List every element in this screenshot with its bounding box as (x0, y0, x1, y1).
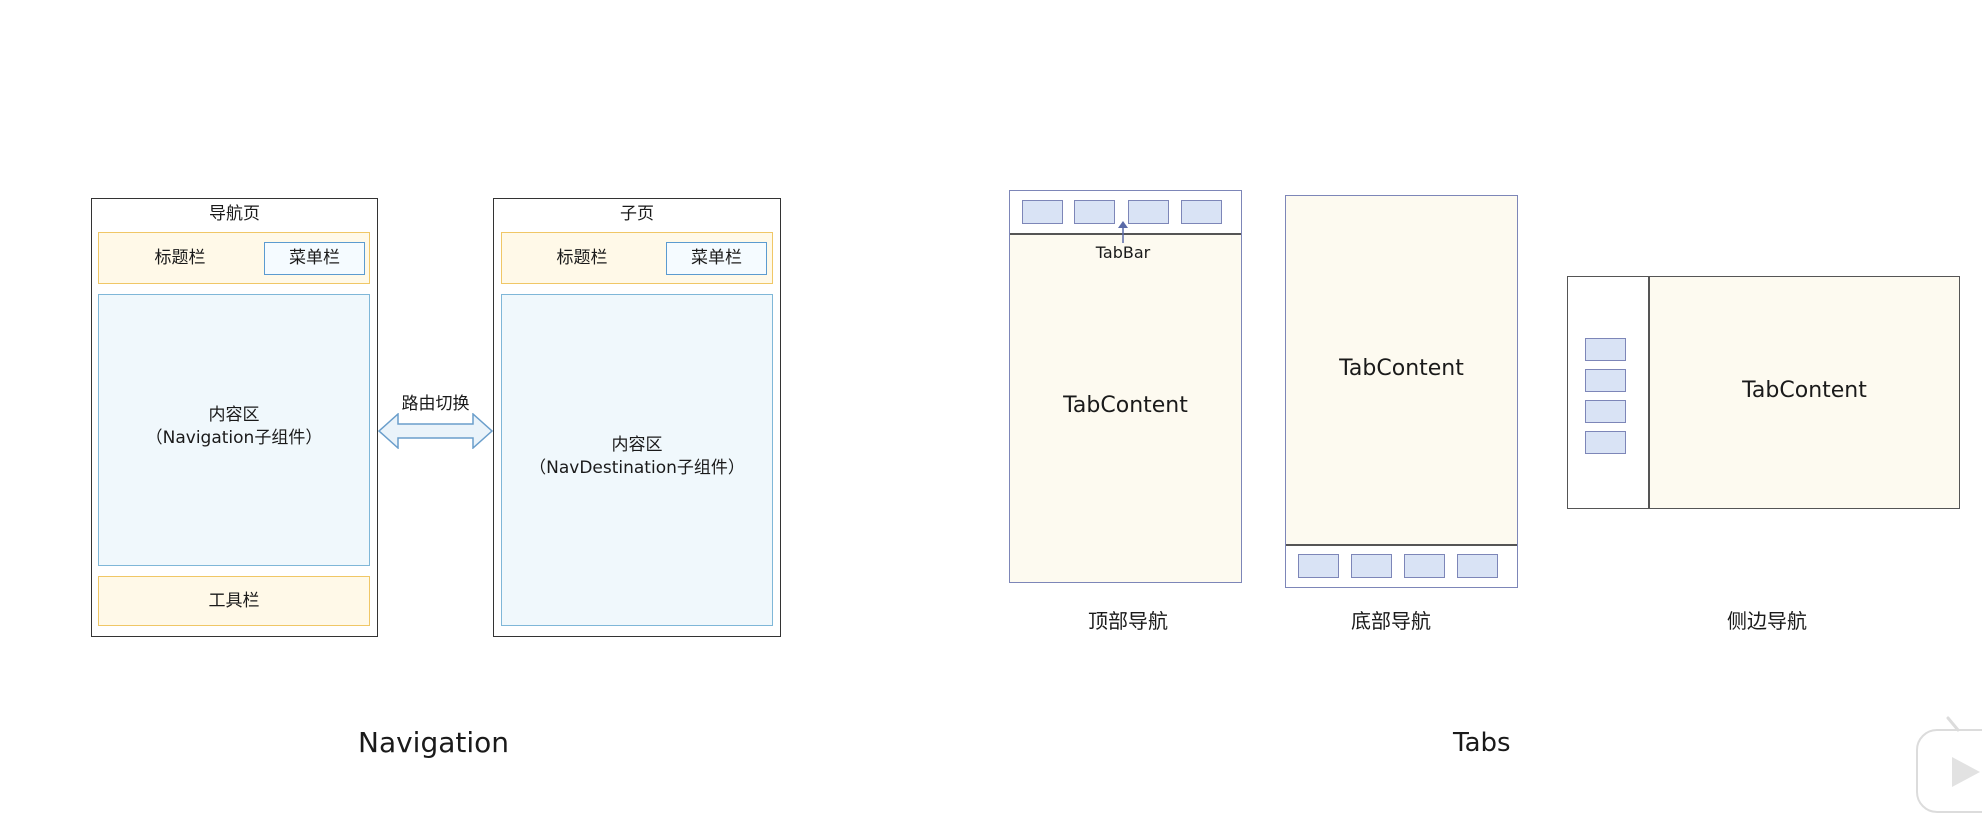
sub-page-content-line1: 内容区 (611, 435, 663, 455)
top-nav-tab-item (1022, 200, 1063, 224)
top-nav-tabbar-label: TabBar (1095, 243, 1151, 262)
bottom-nav-caption: 底部导航 (1351, 609, 1431, 633)
route-switch-label: 路由切换 (401, 394, 470, 414)
bottom-nav-tab-content-label: TabContent (1339, 356, 1464, 381)
sub-page-menu-bar: 菜单栏 (666, 242, 767, 275)
bottom-nav-frame (1285, 195, 1518, 588)
nav-page-toolbar: 工具栏 (98, 576, 370, 626)
sub-page-title-bar-label: 标题栏 (556, 247, 608, 268)
up-arrow-icon (1118, 221, 1128, 243)
nav-page-menu-bar: 菜单栏 (264, 242, 365, 275)
bottom-nav-tab-item (1457, 554, 1498, 578)
nav-page-content-line1: 内容区 (208, 405, 260, 425)
top-nav-tab-content-label: TabContent (1063, 393, 1188, 418)
double-arrow-icon (378, 413, 493, 449)
side-nav-tab-item (1585, 400, 1626, 423)
nav-page-title: 导航页 (209, 204, 260, 224)
side-nav-tab-item (1585, 369, 1626, 392)
nav-page-title-bar-label: 标题栏 (154, 247, 206, 268)
side-nav-tabbar (1568, 277, 1648, 508)
top-nav-tab-item (1128, 200, 1169, 224)
sub-page-content-line2: （NavDestination子组件） (529, 457, 745, 478)
top-nav-frame (1009, 190, 1242, 583)
bottom-nav-tab-item (1351, 554, 1392, 578)
play-icon (1916, 716, 1982, 813)
bottom-nav-tab-item (1404, 554, 1445, 578)
bottom-nav-tab-item (1298, 554, 1339, 578)
nav-page-content-line2: （Navigation子组件） (145, 427, 323, 448)
top-nav-tab-item (1074, 200, 1115, 224)
side-nav-tab-item (1585, 338, 1626, 361)
navigation-label: Navigation (358, 726, 510, 759)
sub-page-title: 子页 (620, 204, 654, 224)
bottom-nav-divider (1286, 544, 1517, 546)
sub-page-content-area (501, 294, 773, 626)
nav-page-content-area (98, 294, 370, 566)
side-nav-divider (1648, 277, 1650, 508)
top-nav-divider (1010, 233, 1241, 235)
top-nav-caption: 顶部导航 (1088, 609, 1168, 633)
nav-page-content-label: 内容区 （Navigation子组件） (98, 404, 370, 450)
tabs-label: Tabs (1453, 728, 1511, 758)
sub-page-content-label: 内容区 （NavDestination子组件） (501, 434, 773, 480)
side-nav-tab-item (1585, 431, 1626, 454)
side-nav-caption: 侧边导航 (1727, 609, 1807, 633)
side-nav-tab-content-label: TabContent (1742, 378, 1867, 403)
top-nav-tab-item (1181, 200, 1222, 224)
